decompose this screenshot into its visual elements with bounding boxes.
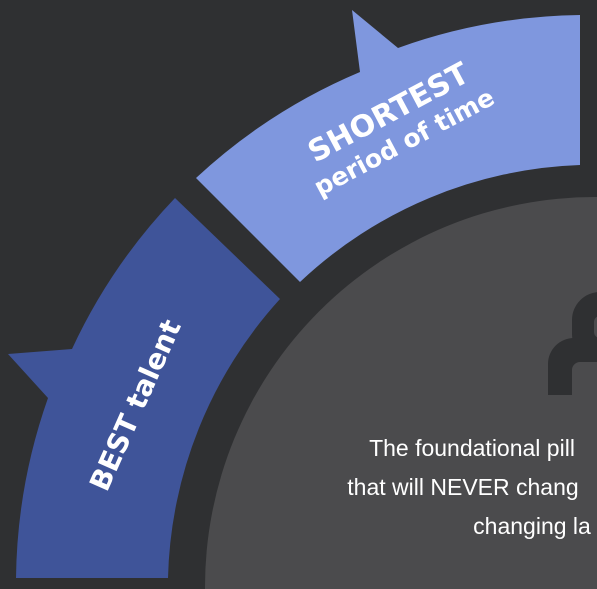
center-text-line-2: that will NEVER chang (347, 474, 579, 500)
arc-segment-best-talent (8, 198, 280, 578)
person-icon (548, 292, 597, 395)
center-text-line-1: The foundational pill (369, 435, 575, 461)
arc-segment-shortest (196, 10, 580, 282)
center-disc (204, 196, 597, 589)
center-text-line-3: changing la (473, 513, 591, 539)
